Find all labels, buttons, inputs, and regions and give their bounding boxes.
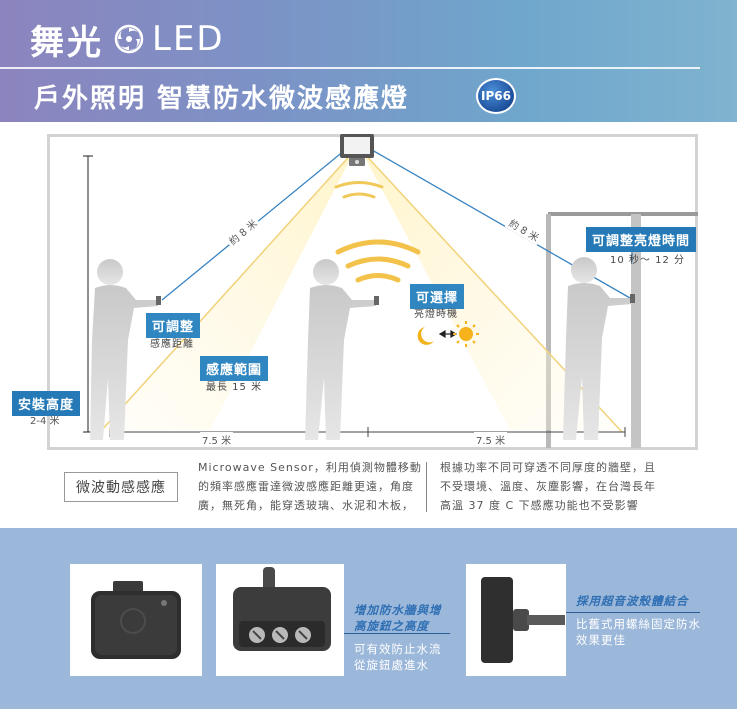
description-line: 高溫 37 度 C 下感應功能也不受影響: [440, 499, 639, 512]
feature-mid-title: 增加防水牆與增 高旋鈕之高度: [354, 602, 442, 634]
feature-right-desc: 比舊式用螺絲固定防水 效果更佳: [576, 616, 701, 648]
feature-right-divider: [566, 612, 700, 613]
feature-mid-divider: [344, 633, 450, 634]
description-title: 微波動感感應: [64, 472, 178, 502]
person-right: [563, 257, 632, 440]
description-col-1: Microwave Sensor，利用偵測物體移動 的頻率感應雷達微波感應距離更…: [198, 458, 422, 515]
selectable-timing-badge: 可選擇: [410, 284, 465, 309]
brand-name: 舞光: [30, 22, 104, 63]
photo-sensor-module: [70, 564, 202, 676]
sun-icon: [453, 321, 479, 347]
phone-left: [156, 296, 161, 305]
adjustable-distance-badge: 可調整: [146, 313, 201, 338]
header-banner: 舞光 LED 戶外照明 智慧防水微波感應燈 IP66: [0, 0, 737, 122]
description-divider: [426, 462, 427, 512]
brand-logo-icon: [114, 24, 144, 54]
floor-left-distance: 7.5 米: [200, 432, 234, 447]
description-col-2: 根據功率不同可穿透不同厚度的牆壁，且 不受環境、溫度、灰塵影響，在台灣長年 高溫…: [440, 458, 656, 515]
feature-mid-desc: 可有效防止水流 從旋鈕處進水: [354, 641, 442, 673]
phone-center: [374, 296, 379, 305]
sensing-range-badge: 感應範圍: [200, 356, 269, 381]
light-time-sub: 10 秒～ 12 分: [610, 255, 685, 266]
description-line: Microwave Sensor，利用偵測物體移動: [198, 461, 422, 474]
ip66-badge: IP66: [476, 78, 516, 114]
selectable-timing-sub: 亮燈時機: [414, 309, 458, 320]
sensor-lamp-icon: [340, 134, 374, 166]
brand-led: LED: [152, 19, 225, 59]
person-center: [305, 259, 376, 440]
brand: 舞光 LED: [30, 16, 225, 63]
phone-right: [630, 294, 635, 303]
description-line: 廣，無死角，能穿透玻璃、水泥和木板，: [198, 499, 414, 512]
feature-right-title: 採用超音波殼體結合: [576, 594, 689, 608]
light-time-badge: 可調整亮燈時間: [586, 227, 697, 252]
install-height-sub: 2-4 米: [30, 416, 60, 427]
photo-knobs: [216, 564, 344, 676]
product-title: 戶外照明 智慧防水微波感應燈: [34, 84, 410, 114]
header-divider: [0, 67, 700, 69]
person-left: [90, 259, 158, 440]
microwave-waves-top: [334, 181, 384, 199]
feature-mid-desc-line: 從旋鈕處進水: [354, 658, 429, 672]
right-wall: [546, 212, 698, 448]
moon-icon: [417, 327, 434, 345]
description-line: 的頻率感應雷達微波感應距離更遠，角度: [198, 480, 414, 493]
feature-mid-desc-line: 可有效防止水流: [354, 642, 442, 656]
sensor-module-image: [91, 581, 181, 659]
floor-right-distance: 7.5 米: [474, 432, 508, 447]
adjustable-distance-sub: 感應距離: [150, 339, 194, 350]
photo-housing: [466, 564, 567, 676]
description-line: 不受環境、溫度、灰塵影響，在台灣長年: [440, 480, 656, 493]
knobs-image: [233, 567, 331, 651]
feature-mid-title-line: 增加防水牆與增: [354, 603, 442, 617]
microwave-waves-person: [335, 239, 421, 283]
feature-right-desc-line: 效果更佳: [576, 633, 626, 647]
feature-right-desc-line: 比舊式用螺絲固定防水: [576, 617, 701, 631]
beam-edge-left: [99, 149, 356, 433]
install-height-badge: 安裝高度: [12, 391, 81, 416]
feature-mid-title-line: 高旋鈕之高度: [354, 619, 429, 633]
housing-image: [481, 577, 567, 663]
description-line: 根據功率不同可穿透不同厚度的牆壁，且: [440, 461, 656, 474]
sensing-range-sub: 最長 15 米: [206, 382, 263, 393]
